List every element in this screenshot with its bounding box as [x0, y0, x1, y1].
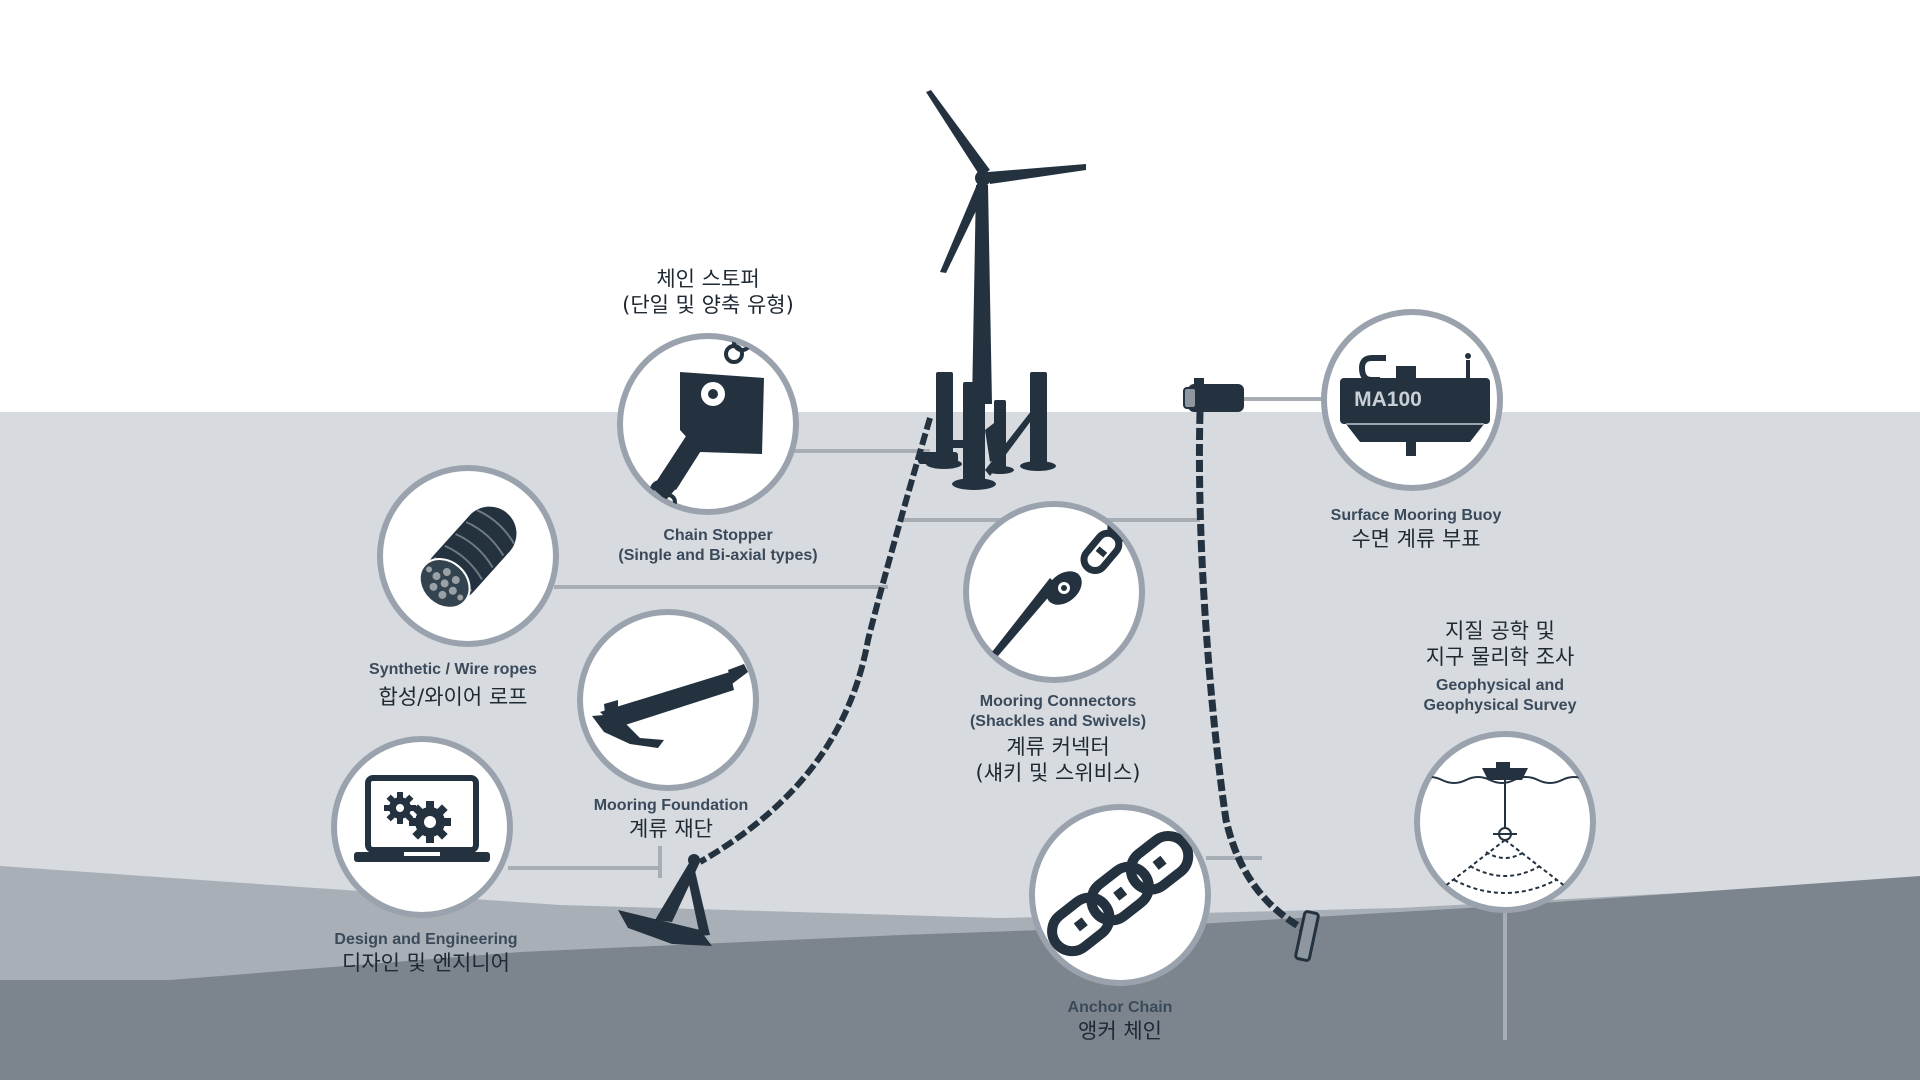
connectors-en-line1: Mooring Connectors	[979, 693, 1137, 710]
anchor-foundation-icon	[592, 664, 748, 748]
survey-en-line2: Geophysical Survey	[1423, 697, 1577, 714]
ropes-en: Synthetic / Wire ropes	[369, 661, 537, 678]
connectors-label: Mooring Connectors (Shackles and Swivels…	[920, 692, 1196, 786]
wind-turbine-icon	[918, 90, 1086, 490]
connectors-en-line2: (Shackles and Swivels)	[969, 713, 1147, 730]
survey-ko-line1: 지질 공학 및	[1445, 619, 1555, 643]
ropes-label: Synthetic / Wire ropes 합성/와이어 로프	[333, 660, 573, 710]
buoy-en: Surface Mooring Buoy	[1330, 507, 1502, 524]
rope-icon	[418, 506, 517, 609]
connectors-ko-line2: (섀키 및 스위비스)	[975, 761, 1141, 785]
design-en: Design and Engineering	[334, 931, 518, 948]
buoy-label: Surface Mooring Buoy 수면 계류 부표	[1296, 506, 1536, 552]
chain-stopper-circle[interactable]	[617, 333, 799, 515]
laptop-gears-icon	[354, 775, 490, 862]
survey-label: 지질 공학 및 지구 물리학 조사 Geophysical and Geophy…	[1380, 618, 1620, 716]
foundation-en: Mooring Foundation	[593, 797, 749, 814]
ropes-ko: 합성/와이어 로프	[378, 685, 528, 709]
chain-links-icon	[1047, 831, 1194, 957]
anchor-chain-en: Anchor Chain	[1067, 999, 1173, 1016]
design-ko: 디자인 및 엔지니어	[342, 951, 510, 975]
seabed-pile	[1294, 910, 1320, 962]
mooring-line-right	[1195, 411, 1307, 934]
anchor-chain-circle[interactable]	[1029, 804, 1211, 986]
foundation-label: Mooring Foundation 계류 재단	[561, 796, 781, 842]
buoy-circle[interactable]	[1321, 309, 1503, 491]
chain-stopper-ko-line1: 체인 스토퍼	[656, 267, 760, 291]
buoy-ko: 수면 계류 부표	[1351, 527, 1481, 551]
chain-stopper-ko-line2: (단일 및 양축 유형)	[622, 293, 794, 317]
connectors-ko-line1: 계류 커넥터	[1006, 735, 1110, 759]
seabed-anchor	[618, 854, 712, 946]
rope-circle[interactable]	[377, 465, 559, 647]
survey-circle[interactable]	[1414, 731, 1596, 913]
buoy-tag: MA100	[1354, 388, 1422, 411]
surface-buoy-float	[1183, 378, 1244, 412]
sonar-survey-icon	[1419, 762, 1587, 894]
design-circle[interactable]	[331, 736, 513, 918]
chain-stopper-en-line1: Chain Stopper	[663, 527, 773, 544]
anchor-chain-ko: 앵커 체인	[1078, 1019, 1162, 1043]
foundation-ko: 계류 재단	[629, 817, 713, 841]
survey-en-line1: Geophysical and	[1435, 677, 1565, 694]
foundation-circle[interactable]	[577, 609, 759, 791]
chain-stopper-en-line2: (Single and Bi-axial types)	[618, 547, 818, 564]
survey-ko-line2: 지구 물리학 조사	[1425, 645, 1575, 669]
design-label: Design and Engineering 디자인 및 엔지니어	[300, 930, 552, 976]
mooring-line-left	[698, 417, 933, 865]
sky	[0, 0, 1920, 412]
buoy-icon	[1340, 353, 1490, 456]
chain-stopper-icon	[650, 338, 764, 510]
seabed-dark	[0, 876, 1920, 1080]
chain-stopper-en-label: Chain Stopper (Single and Bi-axial types…	[578, 526, 858, 566]
anchor-chain-label: Anchor Chain 앵커 체인	[1010, 998, 1230, 1044]
connectors-circle[interactable]	[963, 501, 1145, 683]
chain-stopper-ko-title: 체인 스토퍼 (단일 및 양축 유형)	[578, 266, 838, 318]
